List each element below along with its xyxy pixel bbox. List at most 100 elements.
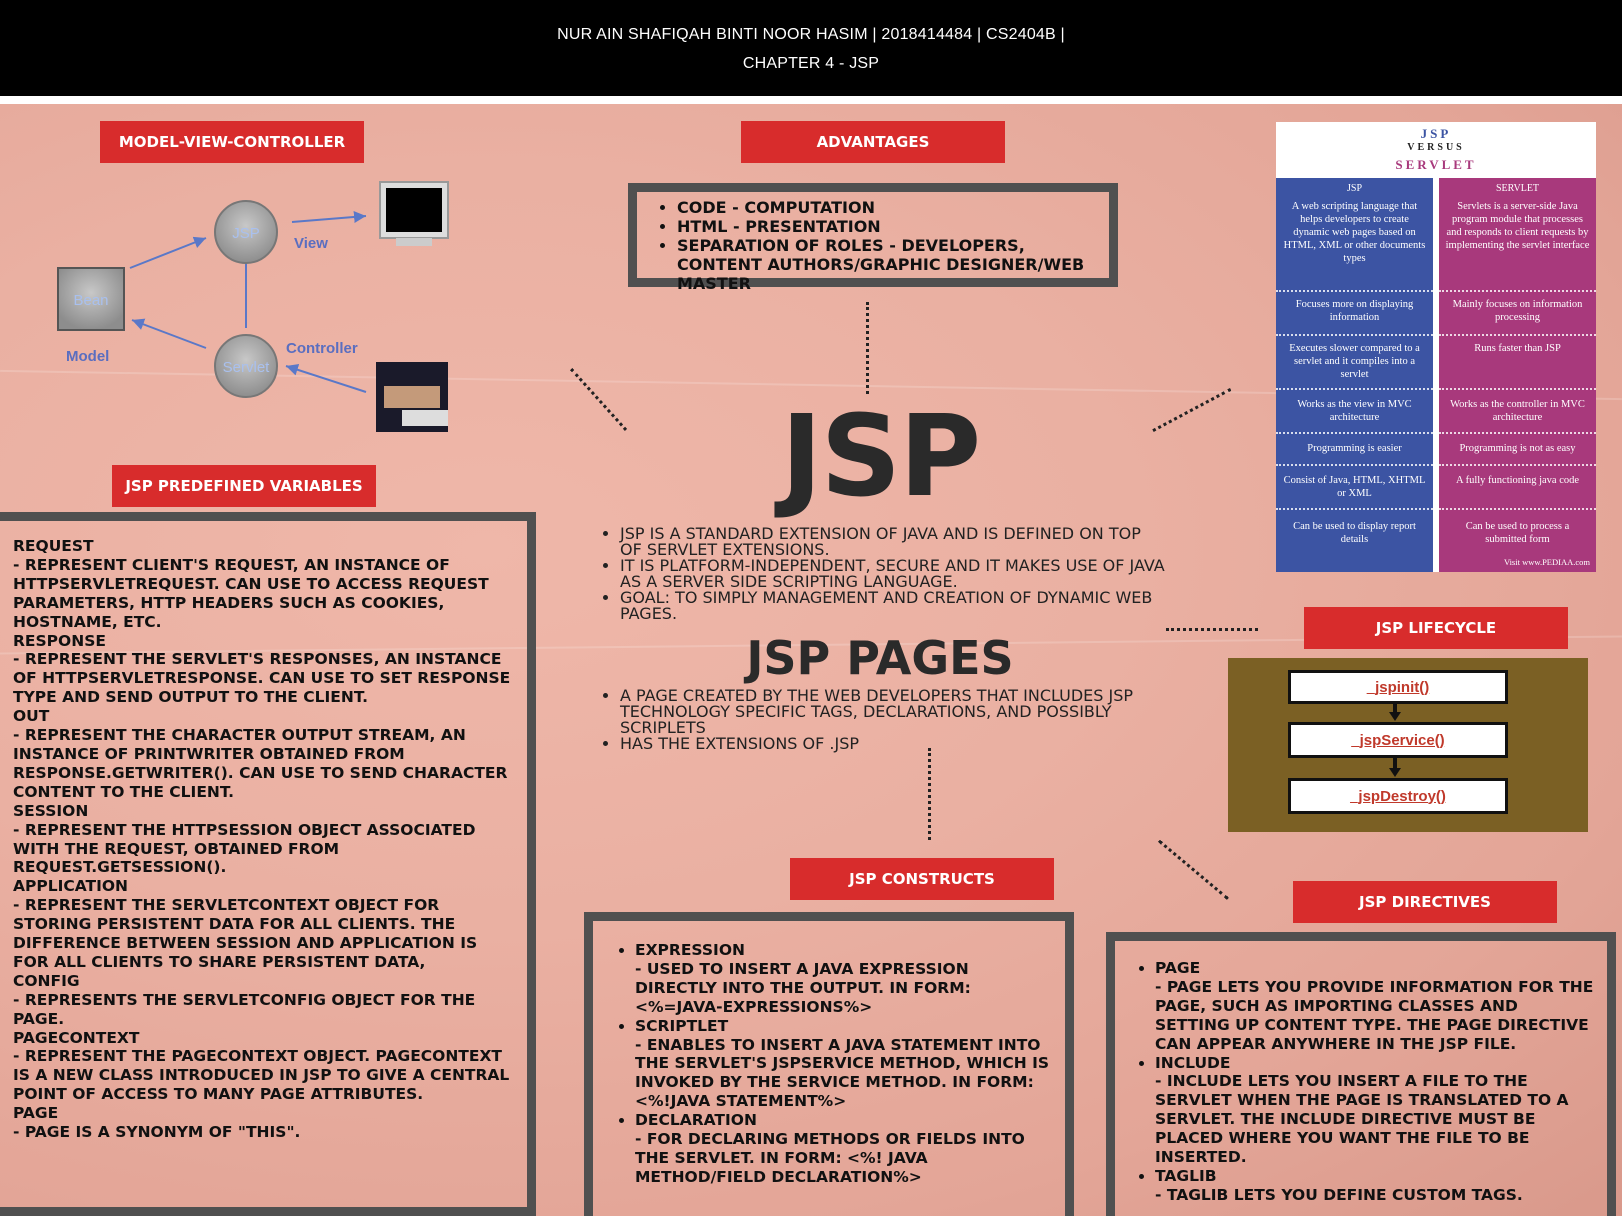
cmp-separator xyxy=(1276,290,1433,292)
bean-node-label: Bean xyxy=(73,292,108,309)
constructs-box: EXPRESSION- USED TO INSERT A JAVA EXPRES… xyxy=(584,912,1074,1216)
cmp-cell-jsp: Works as the view in MVC architecture xyxy=(1297,399,1412,423)
center-point: GOAL: TO SIMPLY MANAGEMENT AND CREATION … xyxy=(620,590,1166,622)
var-desc: - REPRESENT THE CHARACTER OUTPUT STREAM,… xyxy=(13,726,508,801)
cmp-separator xyxy=(1276,388,1433,390)
var-session: SESSION- REPRESENT THE HTTPSESSION OBJEC… xyxy=(13,802,517,878)
center-points: JSP IS A STANDARD EXTENSION OF JAVA AND … xyxy=(596,526,1166,622)
var-name: SESSION xyxy=(13,801,89,820)
connector-constructs xyxy=(928,748,931,840)
construct-name: SCRIPTLET xyxy=(635,1016,729,1035)
lifecycle-arrow-shaft xyxy=(1393,704,1397,712)
servlet-node xyxy=(214,334,278,398)
cmp-cell-servlet: Works as the controller in MVC architect… xyxy=(1450,399,1585,423)
label-constructs: JSP CONSTRUCTS xyxy=(790,858,1054,900)
cmp-cell-servlet: A fully functioning java code xyxy=(1455,475,1580,486)
pages-title: JSP PAGES xyxy=(746,631,1014,685)
var-name: APPLICATION xyxy=(13,877,129,896)
view-label: View xyxy=(294,235,328,252)
directive-name: TAGLIB xyxy=(1155,1166,1217,1185)
center-point: JSP IS A STANDARD EXTENSION OF JAVA AND … xyxy=(620,526,1166,558)
pages-point: HAS THE EXTENSIONS OF .JSP xyxy=(620,736,1166,752)
arrow-bean-jsp xyxy=(129,236,207,269)
var-name: OUT xyxy=(13,707,50,726)
directive-item: PAGE- PAGE LETS YOU PROVIDE INFORMATION … xyxy=(1155,959,1597,1054)
var-request: REQUEST- REPRESENT CLIENT'S REQUEST, AN … xyxy=(13,537,517,632)
directive-item: TAGLIB- TAGLIB LETS YOU DEFINE CUSTOM TA… xyxy=(1155,1167,1597,1205)
construct-desc: - ENABLES TO INSERT A JAVA STATEMENT INT… xyxy=(635,1035,1050,1111)
var-desc: - REPRESENT THE SERVLETCONTEXT OBJECT FO… xyxy=(13,896,478,971)
construct-item: DECLARATION- FOR DECLARING METHODS OR FI… xyxy=(635,1111,1053,1187)
arrow-servlet-bean xyxy=(131,318,207,349)
cmp-cell-jsp: A web scripting language that helps deve… xyxy=(1283,201,1426,264)
var-desc: - REPRESENT THE SERVLET'S RESPONSES, AN … xyxy=(13,650,511,707)
cmp-column-jsp: JSP A web scripting language that helps … xyxy=(1276,178,1433,572)
var-name: PAGECONTEXT xyxy=(13,1028,140,1047)
arrow-user-servlet xyxy=(285,364,367,393)
cmp-column-servlet: SERVLET Servlets is a server-side Java p… xyxy=(1439,178,1596,572)
connector-advantages xyxy=(866,302,869,394)
var-name: PAGE xyxy=(13,1104,59,1123)
directive-desc: - TAGLIB LETS YOU DEFINE CUSTOM TAGS. xyxy=(1155,1185,1523,1204)
cmp-cell-servlet: Runs faster than JSP xyxy=(1474,343,1561,354)
cmp-cell-jsp: Can be used to display report details xyxy=(1293,521,1416,545)
arrow-jsp-view xyxy=(291,210,367,223)
label-directives: JSP DIRECTIVES xyxy=(1293,881,1557,923)
mvc-diagram: JSP Servlet Bean View Model Controller xyxy=(57,181,449,432)
label-predefined-variables: JSP PREDEFINED VARIABLES xyxy=(112,465,376,507)
lifecycle-step: _jspinit() xyxy=(1288,670,1508,704)
cmp-col-header: JSP xyxy=(1346,183,1362,194)
var-name: REQUEST xyxy=(13,537,94,555)
lifecycle-step: _jspService() xyxy=(1288,722,1508,758)
model-label: Model xyxy=(66,348,109,365)
cmp-separator xyxy=(1276,334,1433,336)
pages-points: A PAGE CREATED BY THE WEB DEVELOPERS THA… xyxy=(596,688,1166,752)
cmp-cell-jsp: Consist of Java, HTML, XHTML or XML xyxy=(1283,475,1426,499)
construct-desc: - FOR DECLARING METHODS OR FIELDS INTO T… xyxy=(635,1130,1025,1186)
var-desc: - REPRESENT THE PAGECONTEXT OBJECT. PAGE… xyxy=(13,1047,510,1104)
construct-name: DECLARATION xyxy=(635,1111,757,1130)
connector-lifecycle xyxy=(1166,628,1258,631)
cmp-separator xyxy=(1439,334,1596,336)
jsp-node-label: JSP xyxy=(232,225,260,242)
var-desc: - REPRESENT CLIENT'S REQUEST, AN INSTANC… xyxy=(13,555,489,631)
var-desc: - REPRESENT THE HTTPSESSION OBJECT ASSOC… xyxy=(13,820,476,877)
label-mvc: MODEL-VIEW-CONTROLLER xyxy=(100,121,364,163)
cmp-separator xyxy=(1276,432,1433,434)
monitor-stand xyxy=(396,238,432,246)
construct-desc: - USED TO INSERT A JAVA EXPRESSION DIREC… xyxy=(635,959,971,1016)
bean-node xyxy=(57,267,125,331)
cmp-title-versus: VERSUS xyxy=(1407,142,1465,153)
lifecycle-panel: _jspinit() _jspService() _jspDestroy() xyxy=(1228,658,1588,832)
servlet-node-label: Servlet xyxy=(223,359,271,376)
var-desc: - REPRESENTS THE SERVLETCONFIG OBJECT FO… xyxy=(13,990,476,1028)
jsp-vs-servlet-infographic: JSP VERSUS SERVLET JSP A web scripting l… xyxy=(1276,122,1596,572)
var-response: RESPONSE- REPRESENT THE SERVLET'S RESPON… xyxy=(13,632,517,708)
cmp-separator xyxy=(1276,508,1433,510)
directive-name: PAGE xyxy=(1155,959,1201,977)
cmp-cell-servlet: Programming is not as easy xyxy=(1459,443,1576,454)
var-name: CONFIG xyxy=(13,971,80,990)
var-out: OUT- REPRESENT THE CHARACTER OUTPUT STRE… xyxy=(13,707,517,802)
controller-label: Controller xyxy=(286,340,358,357)
down-arrow-icon xyxy=(1389,712,1401,721)
advantages-box: CODE - COMPUTATION HTML - PRESENTATION S… xyxy=(628,183,1118,293)
directive-name: INCLUDE xyxy=(1155,1053,1231,1072)
cmp-separator xyxy=(1439,464,1596,466)
header-author-line: NUR AIN SHAFIQAH BINTI NOOR HASIM | 2018… xyxy=(557,26,1065,43)
var-pagecontext: PAGECONTEXT- REPRESENT THE PAGECONTEXT O… xyxy=(13,1029,517,1105)
predefined-variables-box: REQUEST- REPRESENT CLIENT'S REQUEST, AN … xyxy=(0,512,536,1216)
construct-item: SCRIPTLET- ENABLES TO INSERT A JAVA STAT… xyxy=(635,1017,1053,1112)
cmp-col-header: SERVLET xyxy=(1495,183,1540,194)
center-title: JSP xyxy=(780,392,981,522)
jsp-node xyxy=(214,200,278,264)
construct-item: EXPRESSION- USED TO INSERT A JAVA EXPRES… xyxy=(635,941,1053,1017)
cmp-separator xyxy=(1439,432,1596,434)
directive-desc: - INCLUDE LETS YOU INSERT A FILE TO THE … xyxy=(1155,1072,1569,1167)
cmp-cell-jsp: Executes slower compared to a servlet an… xyxy=(1289,343,1420,380)
center-point: IT IS PLATFORM-INDEPENDENT, SECURE AND I… xyxy=(620,558,1166,590)
cmp-separator xyxy=(1276,464,1433,466)
down-arrow-icon xyxy=(1389,768,1401,777)
header-bar: NUR AIN SHAFIQAH BINTI NOOR HASIM | 2018… xyxy=(0,0,1622,96)
monitor-screen xyxy=(386,188,442,232)
